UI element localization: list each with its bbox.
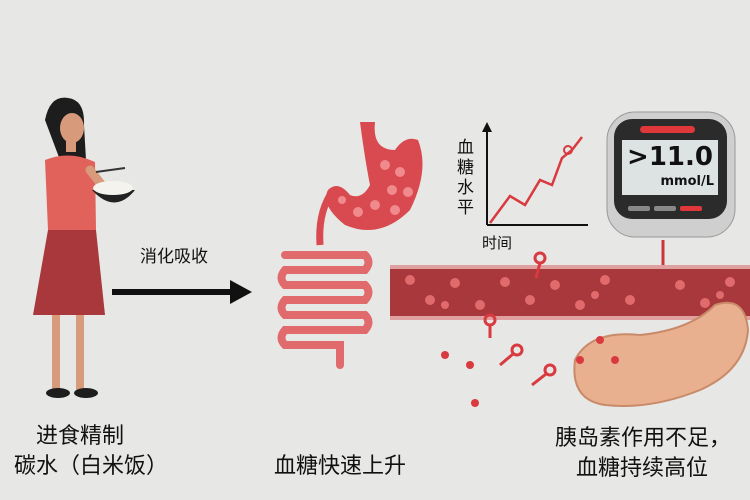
pancreas-icon <box>573 301 750 407</box>
y-label-char: 糖 <box>457 158 474 178</box>
stomach-icon <box>316 122 423 246</box>
blood-glucose-mini-chart <box>482 122 588 226</box>
insulin-key-icons <box>483 251 557 387</box>
chart-y-label: 血 糖 水 平 <box>457 138 477 218</box>
blood-vessel <box>390 265 750 320</box>
y-label-char: 水 <box>457 178 474 198</box>
intestines-icon <box>277 251 373 369</box>
eat-label-line2: 碳水（白米饭） <box>14 454 169 479</box>
insulin-label-line2: 血糖持续高位 <box>576 456 709 481</box>
woman-eating-figure <box>33 97 135 398</box>
eat-label-line1: 进食精制 <box>36 424 125 449</box>
chart-x-label: 时间 <box>482 234 513 252</box>
meter-reading: >11.0 <box>627 142 713 172</box>
spike-label: 血糖快速上升 <box>274 454 407 479</box>
y-label-char: 平 <box>457 198 474 218</box>
glucose-molecule-icons <box>441 336 619 407</box>
glucose-meter <box>606 111 736 265</box>
digest-label: 消化吸收 <box>140 247 208 267</box>
y-label-char: 血 <box>457 138 474 158</box>
meter-unit: mmol/L <box>660 174 714 189</box>
insulin-label-line1: 胰岛素作用不足， <box>555 426 732 451</box>
arrow-right-icon <box>112 280 252 304</box>
chopsticks-icon <box>95 167 126 173</box>
